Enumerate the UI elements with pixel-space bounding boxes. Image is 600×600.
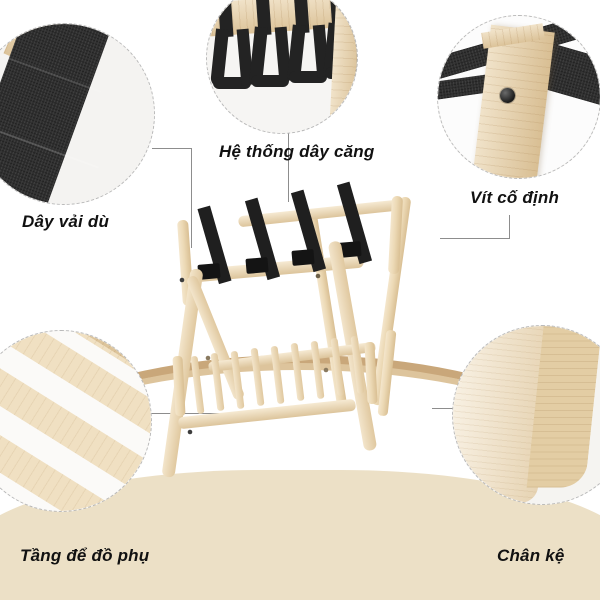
callout-circle-accessory-shelf bbox=[0, 330, 152, 512]
top-strap bbox=[244, 197, 281, 281]
fixing-screw-head bbox=[500, 88, 515, 103]
connector-line-tension-system bbox=[288, 132, 289, 202]
connector-line-accessory-shelf bbox=[150, 413, 228, 414]
callout-label-accessory-shelf: Tầng để đồ phụ bbox=[20, 546, 150, 565]
connector-line-strap-fabric-riser bbox=[191, 148, 192, 248]
callout-circle-tension-system bbox=[206, 0, 358, 134]
top-strap bbox=[197, 205, 232, 285]
callout-label-fixing-screw: Vít cố định bbox=[470, 188, 560, 207]
callout-circle-strap-fabric bbox=[0, 23, 155, 205]
top-strap bbox=[336, 181, 373, 265]
callout-label-rack-foot: Chân kệ bbox=[497, 546, 565, 565]
callout-label-strap-fabric: Dây vải dù bbox=[22, 212, 110, 231]
shelf-slats bbox=[190, 336, 365, 414]
product-luggage-rack bbox=[150, 180, 450, 480]
callout-circle-rack-foot bbox=[452, 325, 600, 505]
top-strap bbox=[290, 189, 327, 273]
callout-label-tension-system: Hệ thống dây căng bbox=[219, 142, 375, 161]
luggage-rack-illustration bbox=[162, 181, 411, 478]
connector-line-fixing-screw bbox=[440, 238, 510, 239]
rack-top-straps bbox=[197, 181, 373, 285]
connector-line-strap-fabric bbox=[152, 148, 192, 149]
rack-lower-shelf bbox=[172, 336, 378, 429]
callout-circle-fixing-screw bbox=[437, 15, 600, 179]
rack-rear-lower-bar bbox=[377, 330, 397, 416]
connector-line-fixing-screw-riser bbox=[509, 215, 510, 239]
